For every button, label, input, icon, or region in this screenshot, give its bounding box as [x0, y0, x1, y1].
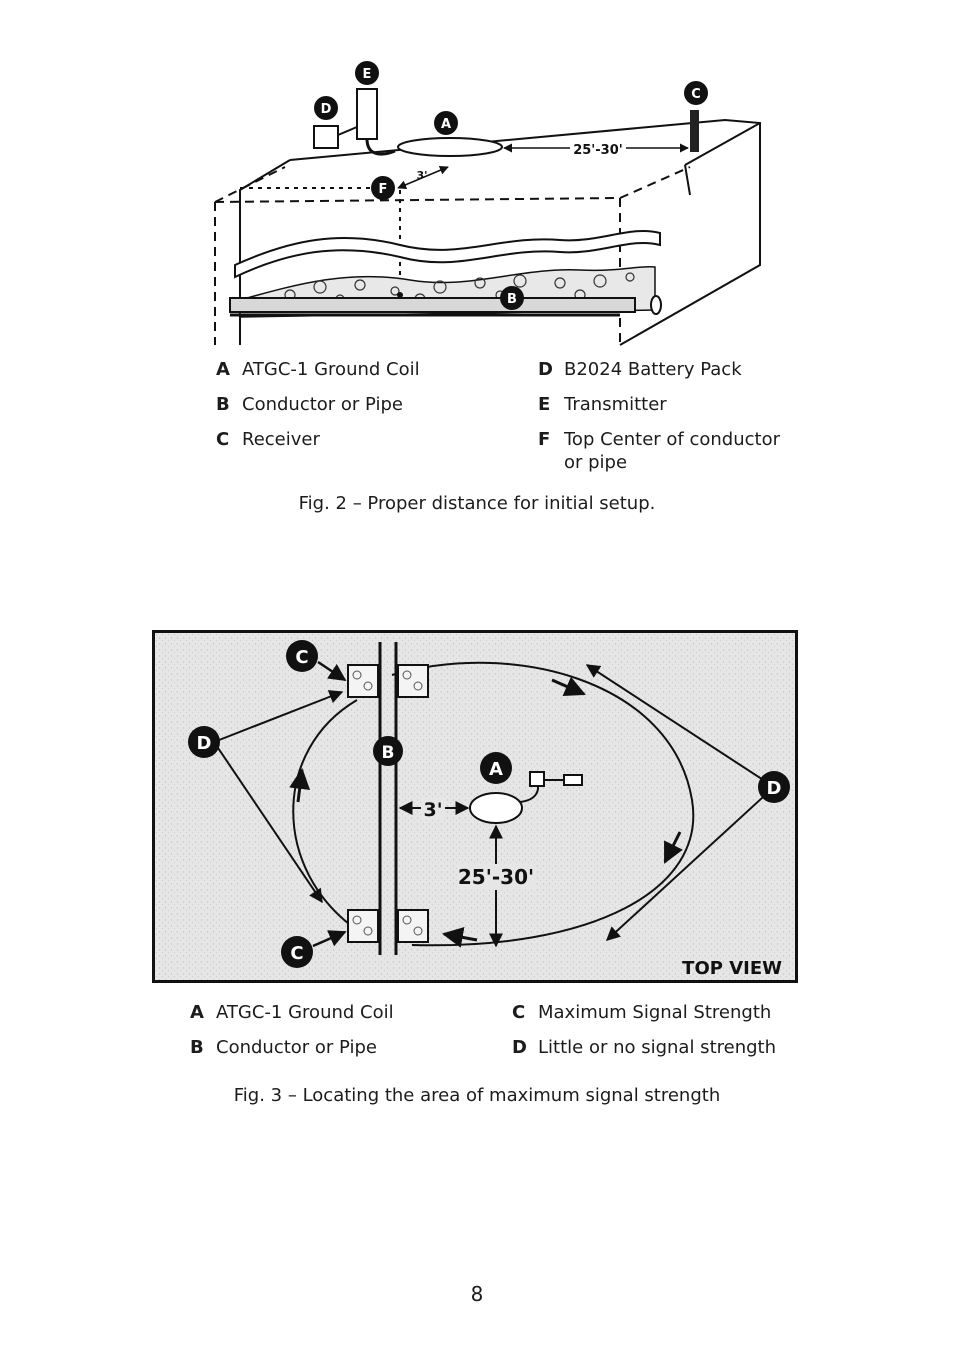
callout-B: B — [373, 736, 403, 766]
callout-D: D — [314, 96, 338, 120]
callout-F: F — [371, 176, 395, 200]
pipe-top-view — [378, 642, 398, 955]
distance-label-top: 25'-30' — [458, 865, 534, 889]
legend-text: ATGC-1 Ground Coil — [216, 1002, 394, 1023]
pipe — [229, 292, 662, 317]
legend-text: Little or no signal strength — [538, 1037, 776, 1058]
svg-text:C: C — [295, 647, 308, 668]
battery-pack — [313, 125, 339, 149]
callout-B: B — [500, 286, 524, 310]
legend-text: Transmitter — [564, 394, 667, 415]
svg-text:B: B — [382, 743, 395, 763]
legend-text: ATGC-1 Ground Coil — [242, 359, 420, 380]
signal-loop — [391, 661, 695, 947]
svg-text:F: F — [379, 182, 388, 197]
callout-A: A — [480, 752, 512, 784]
svg-text:A: A — [489, 759, 503, 780]
svg-text:D: D — [767, 778, 782, 799]
receiver-block-texture — [352, 670, 423, 936]
offset-label-top: 3' — [423, 799, 442, 821]
page-number: 8 — [470, 1282, 484, 1306]
figure3-diagram: 3' 25'-30' TOP VIEW A B C C D D — [152, 630, 798, 983]
battery-top-view — [563, 774, 583, 786]
callout-C: C — [684, 81, 708, 105]
callout-D-right: D — [758, 771, 790, 803]
callout-A: A — [434, 111, 458, 135]
legend-text: Top Center of conductor — [564, 429, 780, 450]
soil-layer-top — [234, 229, 661, 279]
signal-loop-left — [292, 699, 358, 931]
ground-coil-top-view — [469, 792, 523, 824]
dashed-outline — [214, 166, 691, 345]
svg-text:B: B — [507, 292, 517, 307]
callout-E: E — [355, 61, 379, 85]
offset-arrow — [397, 165, 449, 190]
figure2-caption: Fig. 2 – Proper distance for initial set… — [298, 493, 656, 514]
svg-text:E: E — [363, 67, 372, 82]
receiver-blocks — [347, 664, 429, 943]
legend-key: D — [512, 1037, 527, 1058]
svg-text:D: D — [321, 102, 332, 117]
legend-text: Conductor or Pipe — [216, 1037, 378, 1058]
transmitter — [356, 88, 378, 140]
legend-text: B2024 Battery Pack — [564, 359, 742, 380]
svg-text:C: C — [691, 87, 701, 102]
legend-key: F — [538, 429, 551, 450]
callout-C-top: C — [286, 640, 347, 682]
receiver — [690, 110, 699, 152]
trench-box — [239, 118, 761, 346]
callout-D-left: D — [188, 726, 220, 758]
legend-key: C — [216, 429, 230, 450]
legend-text: Maximum Signal Strength — [538, 1002, 772, 1023]
distance-label: 25'-30' — [573, 143, 623, 158]
top-view-label: TOP VIEW — [682, 958, 782, 979]
legend-text: Conductor or Pipe — [242, 394, 404, 415]
legend-key: C — [512, 1002, 526, 1023]
legend-key: B — [216, 394, 230, 415]
transmitter-top-view — [529, 771, 545, 787]
svg-text:C: C — [290, 943, 303, 964]
ground-coil — [397, 137, 503, 157]
legend-key: A — [216, 359, 230, 380]
legend-text: Receiver — [242, 429, 320, 450]
svg-text:D: D — [197, 733, 212, 754]
figure3-caption: Fig. 3 – Locating the area of maximum si… — [233, 1085, 721, 1106]
svg-text:A: A — [441, 117, 451, 132]
legend-key: A — [190, 1002, 204, 1023]
legend-key: D — [538, 359, 553, 380]
offset-label: 3' — [416, 169, 427, 182]
legend-key: B — [190, 1037, 204, 1058]
figure2-diagram: 25'-30' 3' A B C D E F — [214, 61, 761, 346]
d-lines — [213, 664, 775, 941]
legend-key: E — [538, 394, 551, 415]
callout-C-bottom: C — [281, 930, 347, 968]
direction-arrows — [289, 676, 683, 948]
legend-text-line2: or pipe — [564, 452, 628, 473]
